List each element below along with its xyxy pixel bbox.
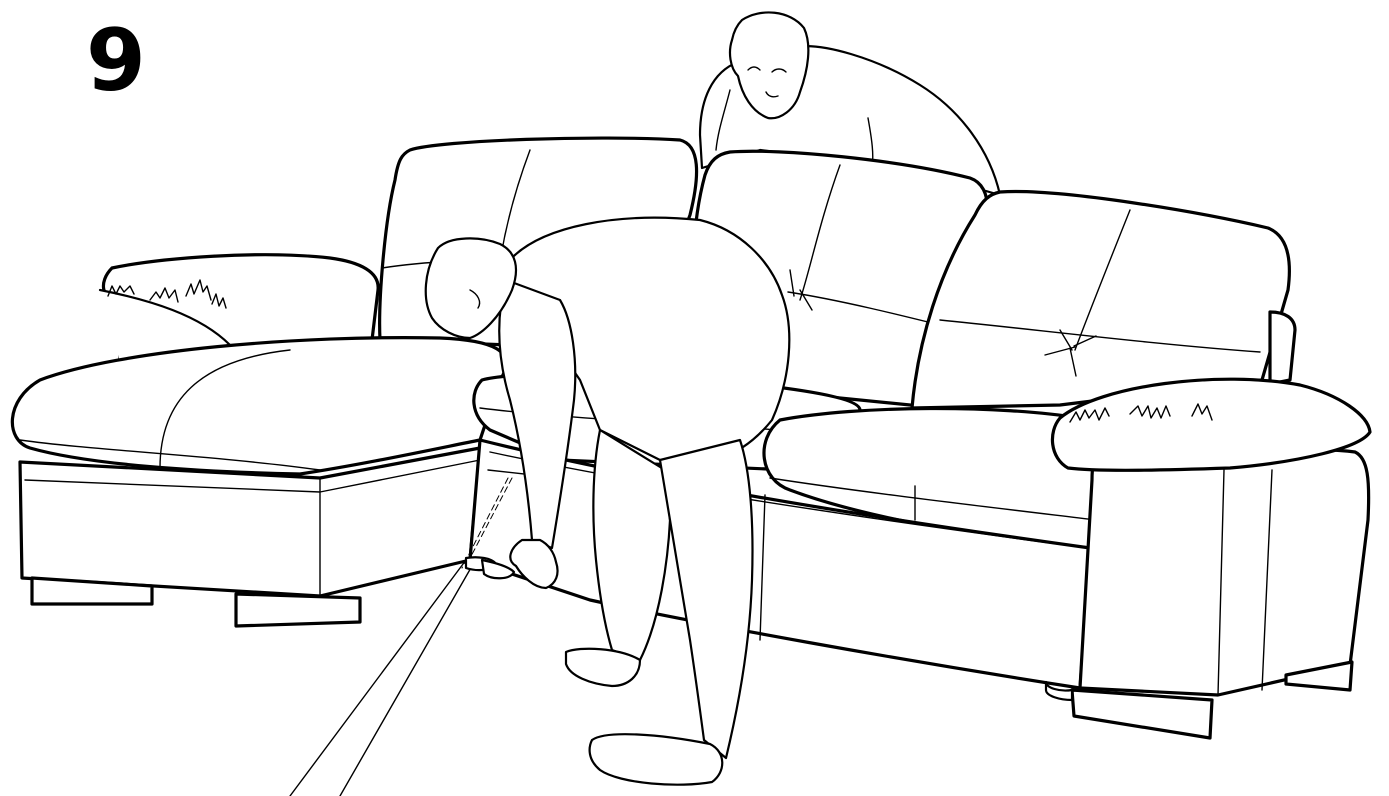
sofa-assembly-illustration <box>0 0 1389 796</box>
